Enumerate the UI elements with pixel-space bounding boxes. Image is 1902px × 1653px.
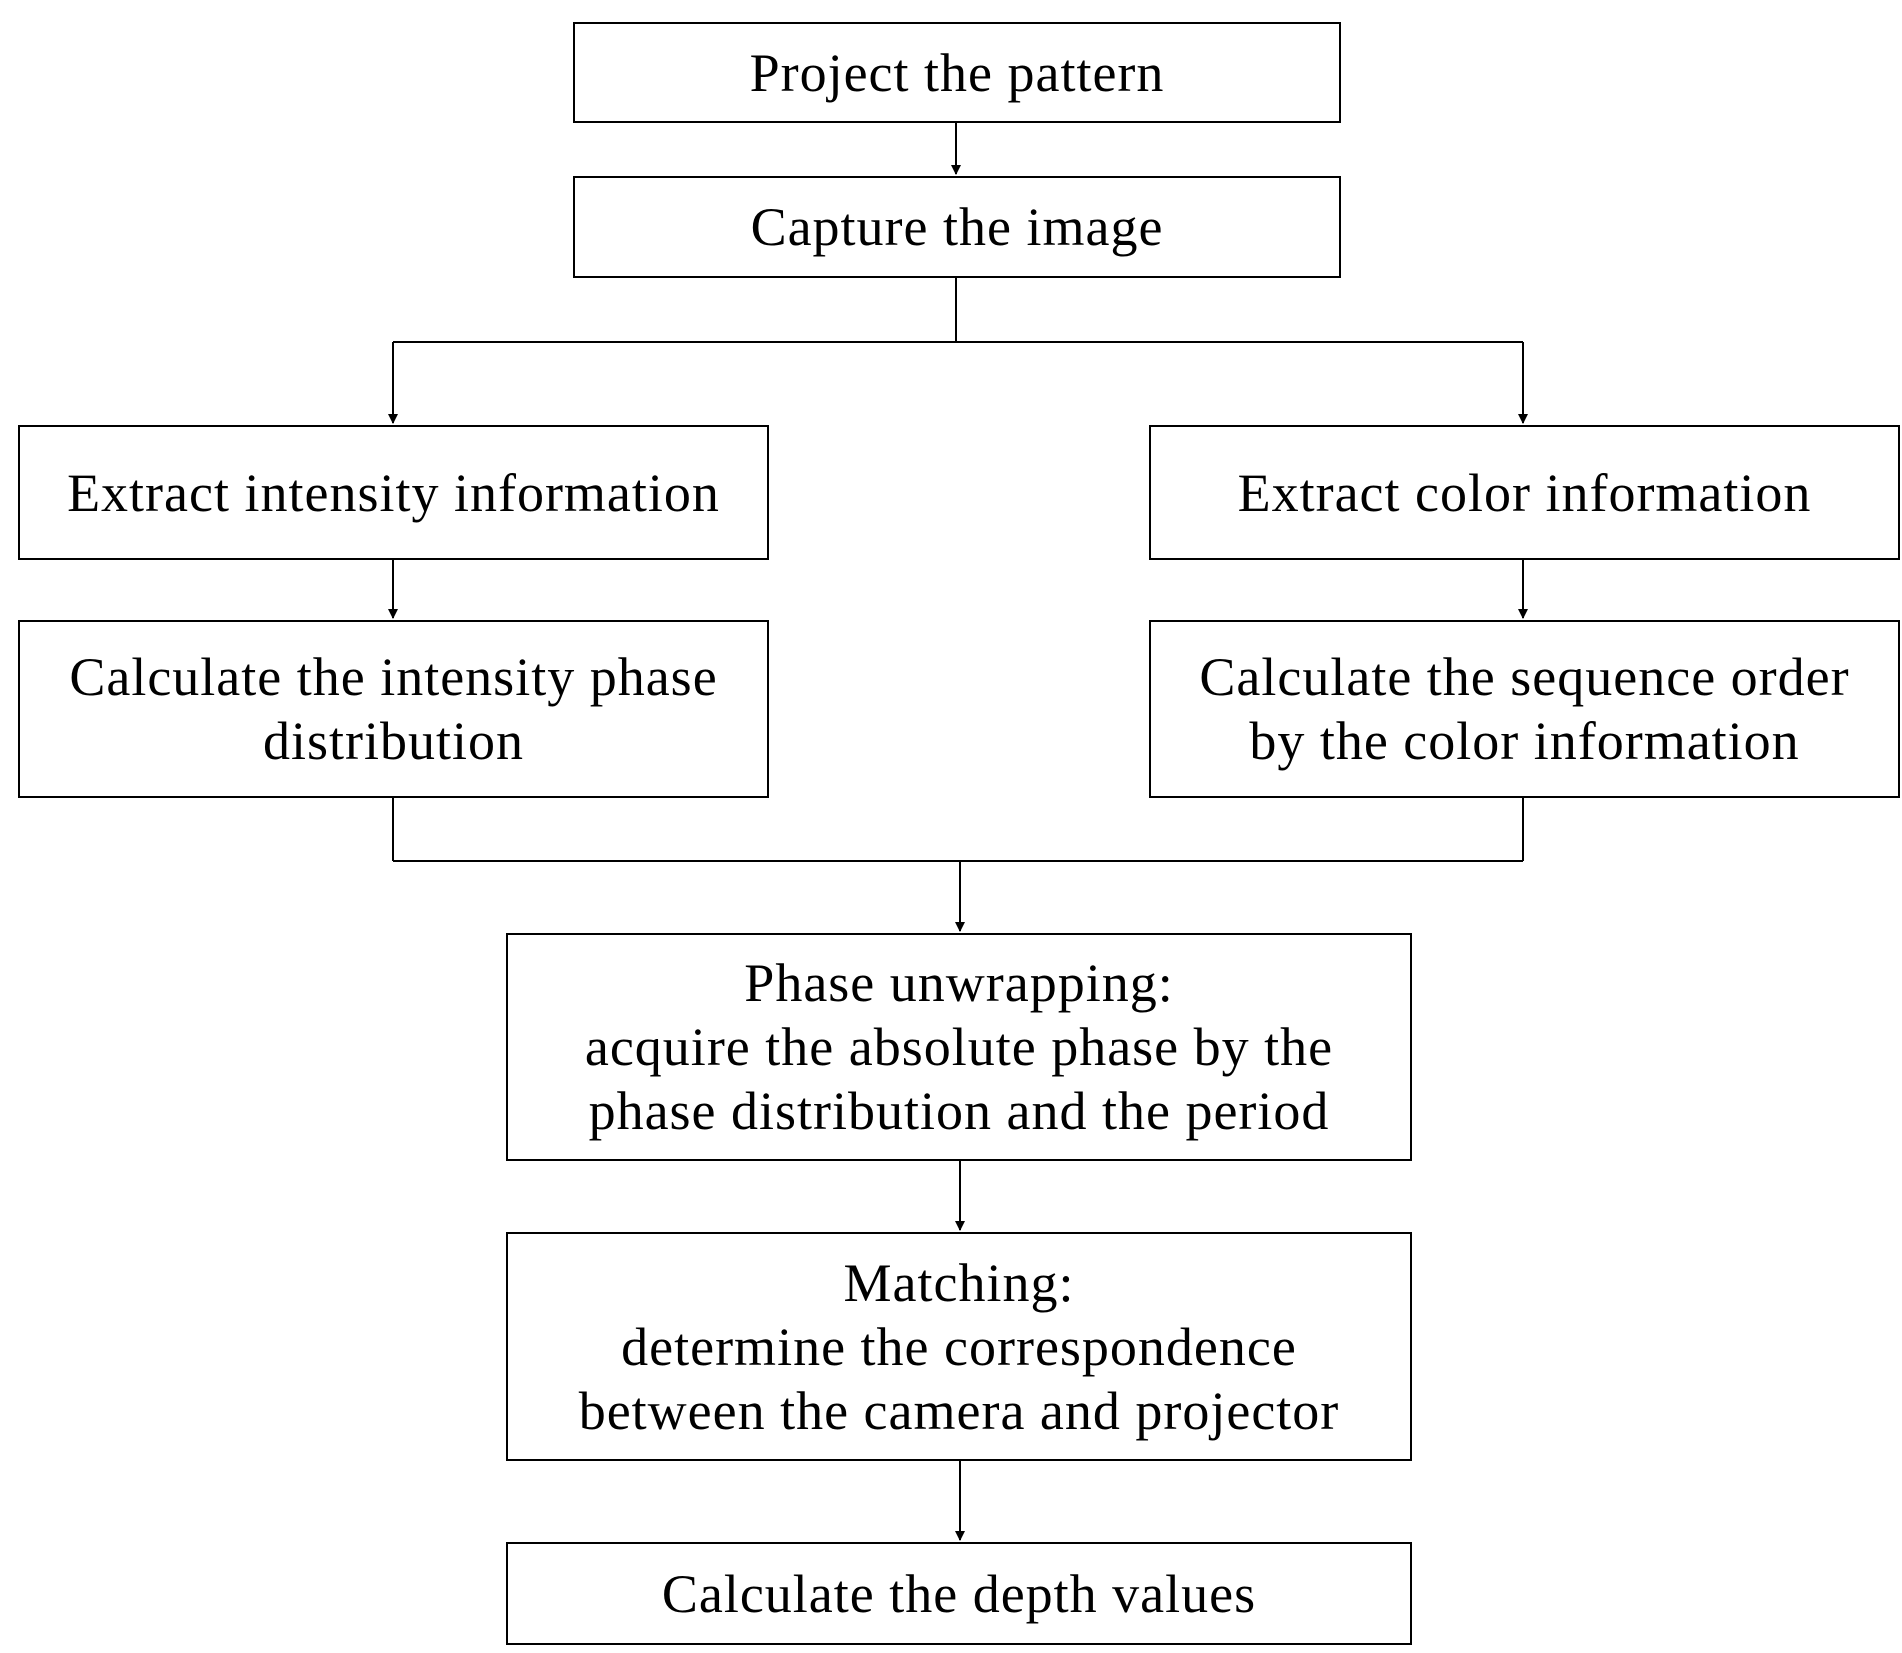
- box-phase-unwrapping: Phase unwrapping: acquire the absolute p…: [506, 933, 1412, 1161]
- box-calculate-phase-label: Calculate the intensity phase distributi…: [69, 647, 718, 771]
- box-phase-unwrapping-label: Phase unwrapping: acquire the absolute p…: [584, 953, 1334, 1141]
- box-matching-label: Matching: determine the correspondence b…: [578, 1252, 1340, 1441]
- box-calculate-order-label: Calculate the sequence order by the colo…: [1199, 647, 1850, 771]
- box-extract-intensity: Extract intensity information: [18, 425, 769, 560]
- box-extract-intensity-label: Extract intensity information: [67, 462, 720, 523]
- box-extract-color-label: Extract color information: [1237, 462, 1812, 523]
- box-depth-values-label: Calculate the depth values: [661, 1563, 1257, 1624]
- box-depth-values: Calculate the depth values: [506, 1542, 1412, 1645]
- box-capture-image: Capture the image: [573, 176, 1341, 278]
- box-calculate-phase: Calculate the intensity phase distributi…: [18, 620, 769, 798]
- box-matching: Matching: determine the correspondence b…: [506, 1232, 1412, 1461]
- box-calculate-order: Calculate the sequence order by the colo…: [1149, 620, 1900, 798]
- box-project-pattern-label: Project the pattern: [749, 42, 1165, 103]
- box-capture-image-label: Capture the image: [750, 197, 1164, 257]
- box-project-pattern: Project the pattern: [573, 22, 1341, 123]
- box-extract-color: Extract color information: [1149, 425, 1900, 560]
